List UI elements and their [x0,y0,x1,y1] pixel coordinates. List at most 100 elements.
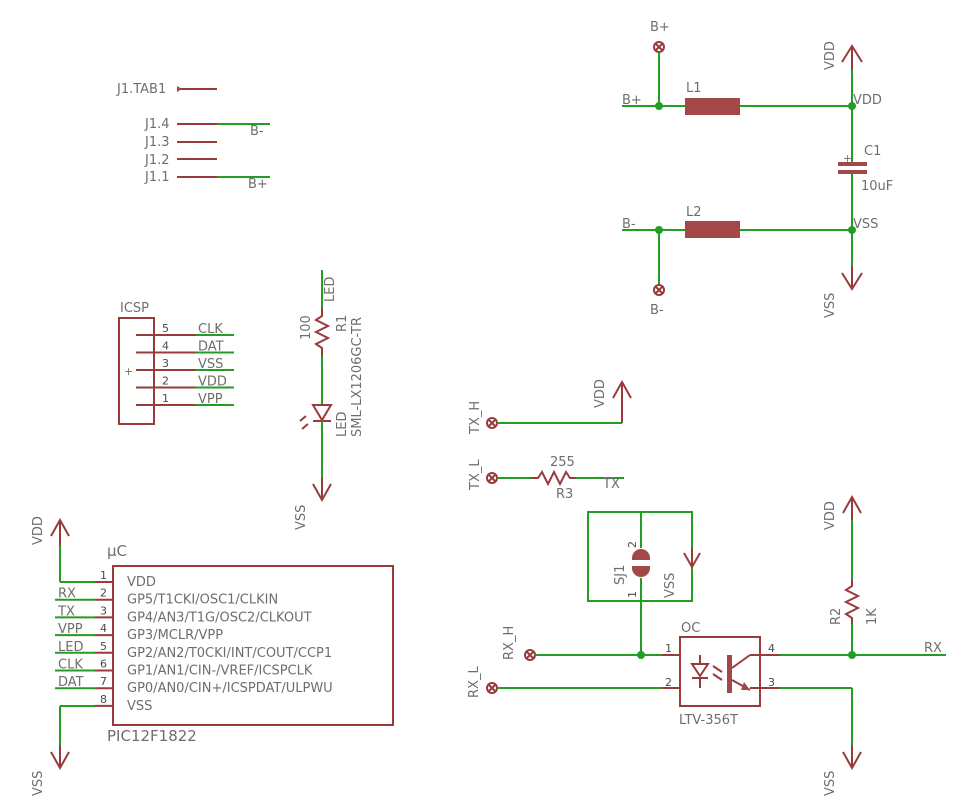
tx-vdd-label: VDD [593,379,608,408]
oc-pin1: 1 [665,642,672,655]
vss-supply-label: VSS [823,293,838,318]
oc-vss-arrow [842,751,862,771]
tx-l-label: TX_L [468,459,483,491]
l1-inductor [685,98,740,115]
oc-led [690,663,710,678]
mcu-pin-name: GP1/AN1/CIN-/VREF/ICSPCLK [127,664,313,679]
j1-pin2-label: J1.2 [144,153,170,168]
j1-tab-arrow [177,86,182,92]
sj1-pad-bottom [632,566,650,577]
oc-pin3: 3 [768,676,775,689]
power-filter: B+ B+ L1 VDD VDD + C1 10uF B- L2 VSS [622,20,893,318]
mcu-part: PIC12F1822 [107,727,197,745]
led-vss-arrow [312,483,332,503]
vss-net-label: VSS [853,217,878,232]
sj1-name: SJ1 [613,565,628,585]
icsp-pin-number: 1 [162,392,169,405]
l2-label: L2 [686,205,702,220]
mcu-pin-name: GP5/T1CKI/OSC1/CLKIN [127,593,278,608]
tx-h-label: TX_H [468,401,483,435]
c1-value: 10uF [861,179,893,194]
bminus-net-label: B- [622,217,636,232]
oc-part: LTV-356T [679,713,738,728]
icsp-pin-number: 4 [162,340,169,353]
oc-emitter-arrow [741,682,750,690]
r3-value: 255 [550,455,575,470]
sj1-pad-top [632,549,650,560]
rx-l-label: RX_L [467,666,482,698]
mcu-pin-name: VSS [127,699,152,714]
oc-name: OC [681,621,700,636]
icsp-pin-net: VPP [198,392,223,407]
mcu-pin-name: GP2/AN2/T0CKI/INT/COUT/CCP1 [127,646,332,661]
icsp-pin-net: VSS [198,357,223,372]
bminus-pad-label: B- [650,303,664,318]
mcu-pin-name: VDD [127,575,156,590]
icsp-pin-number: 3 [162,357,169,370]
mcu-pin-name: GP4/AN3/T1G/OSC2/CLKOUT [127,610,312,625]
mcu-pin-number: 6 [100,658,107,671]
j1-tab-label: J1.TAB1 [116,82,166,97]
c1-plate-top [838,162,867,166]
vss-supply-arrow [841,272,863,291]
rx-out-junction [848,651,856,659]
oc-pin4: 4 [768,642,775,655]
j1-pin1-net: B+ [248,177,268,192]
led-vss-label: VSS [294,505,309,530]
mcu-vdd-arrow [50,517,70,537]
led-net-label: LED [323,277,338,302]
r2-vdd-arrow [842,494,862,514]
mcu-pin-net: LED [58,640,83,655]
led-section: LED 100 R1 LED SML-LX1206GC-TR VSS [294,270,365,530]
r2-value: 1K [865,608,880,625]
icsp-pin-number: 5 [162,322,169,335]
rx-h-label: RX_H [502,626,517,660]
mcu-pin-number: 2 [100,587,107,600]
bminus-pad [653,284,665,296]
mcu-pin-net: DAT [58,675,84,690]
mcu-pin-number: 3 [100,604,107,617]
tx-net-label: TX [602,477,620,492]
mcu-pin-net: CLK [58,658,83,673]
rx-net-label: RX [924,641,942,656]
tx-vdd-arrow [612,379,632,399]
mcu-pin-number: 7 [100,675,107,688]
rx-h-junction [637,651,645,659]
bplus-pad-label: B+ [650,20,670,35]
mcu-pin-net: VPP [58,622,83,637]
tx-section: TX_H VDD TX_L 255 R3 TX [468,379,632,502]
c1-name: C1 [864,144,881,159]
r1-name: R1 [335,315,350,332]
mcu-vss-label: VSS [31,771,46,796]
bplus-net-label: B+ [622,93,642,108]
oc-body [679,636,761,707]
l2-inductor [685,221,740,238]
mcu-pin-name: GP0/AN0/CIN+/ICSPDAT/ULPWU [127,681,333,696]
mcu-pin-number: 5 [100,640,107,653]
j1-header: J1.TAB1 J1.4 B- J1.3 J1.2 J1.1 B+ [116,82,270,192]
r1-resistor [313,308,331,356]
vdd-supply-label: VDD [823,41,838,70]
mcu-pin-net: RX [58,587,76,602]
icsp-pin-number: 2 [162,375,169,388]
mcu-title: µC [107,542,127,560]
mcu-pin-number: 1 [100,569,107,582]
r3-name: R3 [556,487,573,502]
r2-resistor [843,580,861,624]
icsp-pin-net: VDD [198,375,227,390]
c1-plate-bottom [838,170,867,174]
sj1-pin1: 1 [626,591,639,598]
led-name: LED [335,412,350,437]
j1-pin4-net: B- [250,124,264,139]
mcu-pin-name: GP3/MCLR/VPP [127,628,223,643]
r3-resistor [531,469,576,487]
r2-vdd-label: VDD [823,501,838,530]
l1-label: L1 [686,81,702,96]
rx-section: SJ1 2 1 VSS RX_H RX_L OC 1 2 [467,494,946,796]
r1-value: 100 [299,315,314,340]
sj-vss-label: VSS [663,573,678,598]
icsp-title: ICSP [120,301,149,316]
icsp-pin-net: DAT [198,340,224,355]
